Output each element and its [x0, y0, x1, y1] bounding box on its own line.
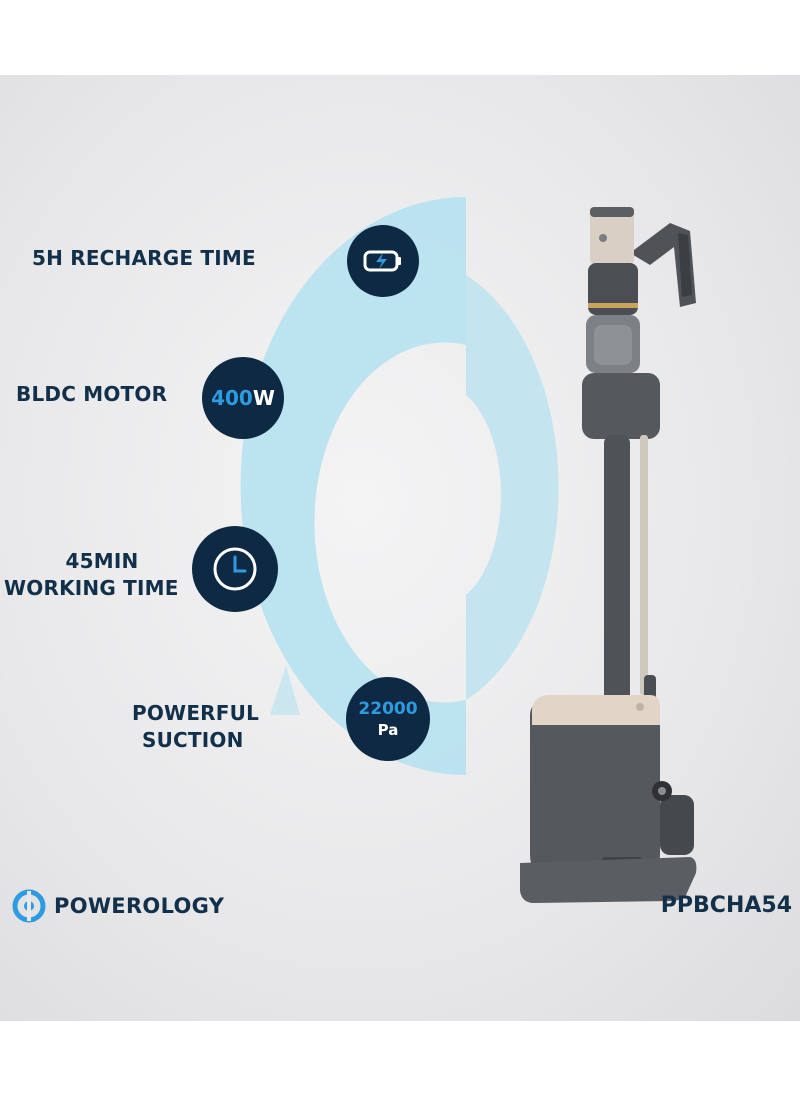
brand-logo: POWEROLOGY [12, 889, 224, 923]
product-panel: 5H RECHARGE TIME BLDC MOTOR 400W 45MIN W… [0, 75, 800, 1021]
suction-unit: Pa [377, 721, 399, 739]
brand-watermark-icon [240, 197, 559, 775]
brand-name: POWEROLOGY [54, 894, 225, 918]
feature-suction-label-2: SUCTION [142, 728, 244, 752]
suction-value: 22000 [358, 699, 418, 719]
motor-power-value: 400W [211, 386, 275, 410]
battery-charging-icon [363, 250, 401, 272]
clock-icon [213, 547, 257, 591]
recharge-badge [347, 225, 419, 297]
working-time-badge [192, 526, 278, 612]
feature-recharge-label: 5H RECHARGE TIME [32, 246, 256, 270]
feature-suction-label-1: POWERFUL [132, 701, 260, 725]
motor-badge: 400W [202, 357, 284, 439]
feature-working-time-label: 45MIN [65, 549, 139, 573]
suction-badge: 22000 Pa [346, 677, 430, 761]
powerology-logo-icon [12, 889, 46, 923]
feature-working-time-label-2: WORKING TIME [4, 576, 179, 600]
model-number: PPBCHA54 [660, 893, 792, 918]
feature-motor-label: BLDC MOTOR [16, 382, 168, 406]
vacuum-cleaner-image [520, 207, 697, 903]
